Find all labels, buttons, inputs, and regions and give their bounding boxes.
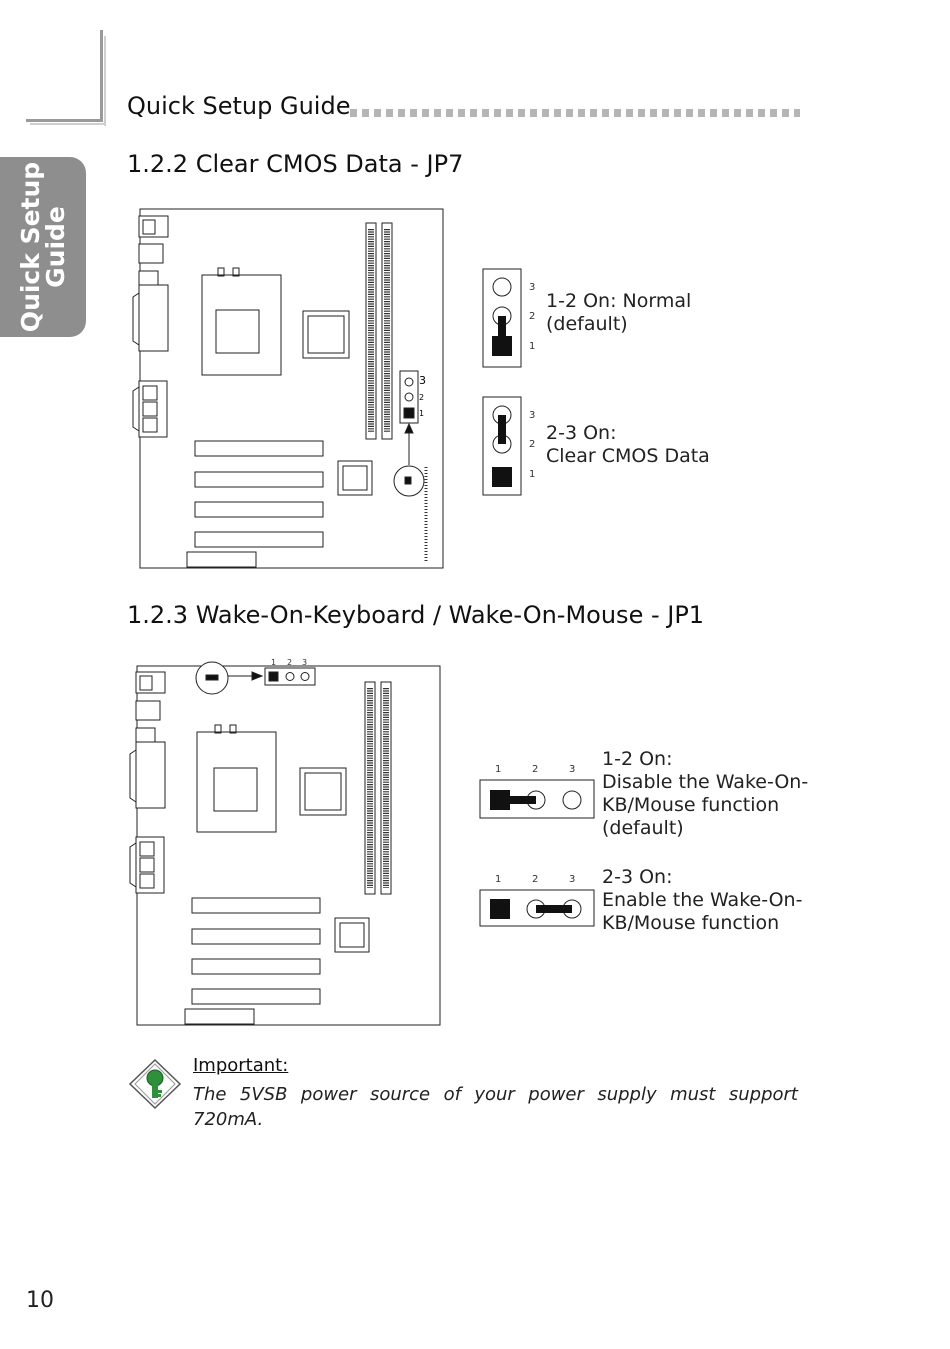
pin-label: 1 xyxy=(529,469,535,480)
pin-label: 2 xyxy=(529,439,535,450)
jumper-jp1-option-2: 1 2 3 xyxy=(479,874,595,927)
pin-label: 1 xyxy=(495,874,501,885)
board-pin-label: 3 xyxy=(419,374,426,387)
corner-decoration-shadow xyxy=(104,36,106,126)
motherboard-diagram-jp1: 1 2 3 xyxy=(129,658,441,1026)
pin-label: 2 xyxy=(532,764,538,775)
jumper-jp7-option-1: 3 2 1 xyxy=(482,268,535,368)
corner-decoration-shadow xyxy=(30,123,106,125)
side-tab: Quick Setup Guide xyxy=(0,157,86,337)
section-title-jp1: 1.2.3 Wake-On-Keyboard / Wake-On-Mouse -… xyxy=(127,601,705,629)
side-tab-label: Quick Setup Guide xyxy=(16,161,70,333)
page-number: 10 xyxy=(26,1288,54,1313)
jp1-option-2-label: 2-3 On: Enable the Wake-On- KB/Mouse fun… xyxy=(602,866,803,934)
pin-label: 3 xyxy=(569,764,575,775)
pin-label: 1 xyxy=(495,764,501,775)
corner-decoration xyxy=(26,119,103,122)
jp7-option-1-label: 1-2 On: Normal (default) xyxy=(546,290,692,335)
board-pin-label: 1 xyxy=(419,409,424,418)
section-title-jp7: 1.2.2 Clear CMOS Data - JP7 xyxy=(127,150,464,178)
pin-label: 3 xyxy=(569,874,575,885)
important-body: The 5VSB power source of your power supp… xyxy=(193,1084,798,1130)
board-pin-label: 2 xyxy=(287,658,292,667)
page-header-title: Quick Setup Guide xyxy=(127,92,351,120)
pin-label: 2 xyxy=(529,311,535,322)
jp7-option-2-label: 2-3 On: Clear CMOS Data xyxy=(546,422,710,467)
important-title: Important: xyxy=(193,1055,289,1076)
pin-label: 2 xyxy=(532,874,538,885)
jp1-option-1-label: 1-2 On: Disable the Wake-On- KB/Mouse fu… xyxy=(602,748,809,839)
key-icon xyxy=(128,1058,182,1110)
board-pin-label: 1 xyxy=(271,658,276,667)
corner-decoration xyxy=(100,30,103,122)
jumper-jp7-option-2: 3 2 1 xyxy=(482,396,535,496)
board-pin-label: 3 xyxy=(302,658,307,667)
pin-label: 3 xyxy=(529,410,535,421)
jumper-jp1-option-1: 1 2 3 xyxy=(479,764,595,819)
pin-label: 1 xyxy=(529,341,535,352)
header-dotted-rule xyxy=(350,109,800,117)
board-pin-label: 2 xyxy=(419,393,424,402)
motherboard-diagram-jp7: 3 2 1 xyxy=(132,208,444,569)
pin-label: 3 xyxy=(529,282,535,293)
